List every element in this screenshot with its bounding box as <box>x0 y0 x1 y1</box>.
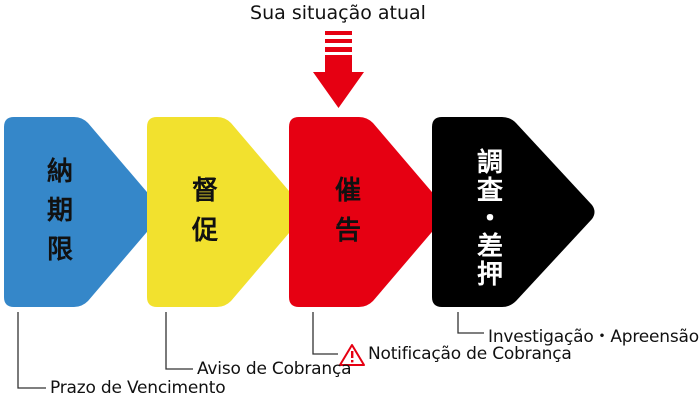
caption-investigation: Investigação・Apreensão <box>488 327 699 347</box>
connector-due-date <box>17 312 46 389</box>
current-status-label: Sua situação atual <box>250 2 426 24</box>
stage-title-due-date: 納 期 限 <box>40 159 80 263</box>
stage-char: 納 <box>46 157 73 187</box>
stage-char: 促 <box>191 216 218 246</box>
stage-chevron-due-date <box>4 117 160 307</box>
status-bar-1 <box>325 31 352 35</box>
stage-title-notice: 催 告 <box>328 178 368 244</box>
stage-title-reminder: 督 促 <box>185 178 225 244</box>
stage-char: 告 <box>334 216 361 246</box>
stage-chevron-investigation <box>432 117 595 307</box>
stage-char: 期 <box>46 196 73 226</box>
status-bar-3 <box>325 47 352 52</box>
stage-title-investigation: 調 査 ・ 差 押 <box>470 150 510 288</box>
connector-notice <box>312 312 338 355</box>
caption-notice: Notificação de Cobrança <box>368 344 572 364</box>
current-status-arrow <box>313 31 364 108</box>
stage-chevron-notice <box>289 117 445 307</box>
status-bar-2 <box>325 39 352 43</box>
stage-char: ・ <box>476 204 503 234</box>
stage-char: 差 <box>476 232 503 262</box>
stage-char: 押 <box>476 260 503 290</box>
caption-due-date: Prazo de Vencimento <box>50 378 226 398</box>
caption-reminder: Aviso de Cobrança <box>197 359 352 379</box>
stage-char: 調 <box>476 148 503 178</box>
stage-chevron-reminder <box>147 117 303 307</box>
connector-reminder <box>165 312 193 370</box>
stage-char: 限 <box>46 235 73 265</box>
stage-char: 督 <box>191 176 218 206</box>
stage-char: 査 <box>476 176 503 206</box>
down-arrow-icon <box>313 55 364 108</box>
connector-investigation <box>457 312 484 334</box>
warning-icon <box>339 344 365 366</box>
stage-char: 催 <box>334 176 361 206</box>
